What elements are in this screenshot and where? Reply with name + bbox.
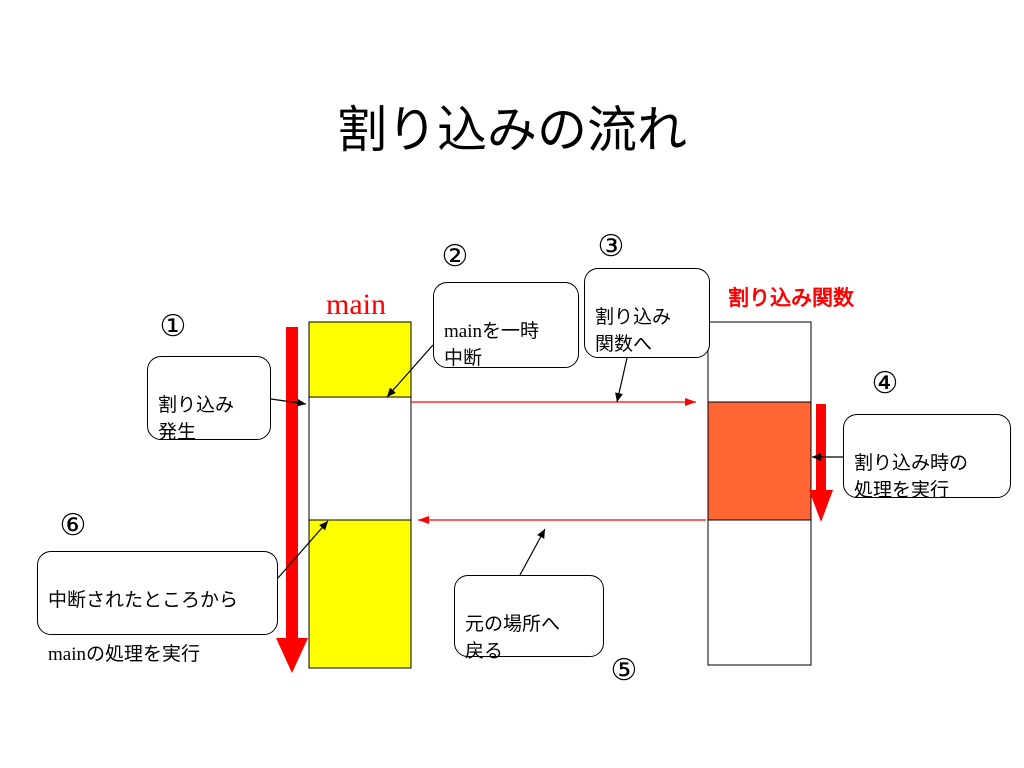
pointer-step6 (277, 520, 329, 579)
callout-step2-main: main (444, 321, 482, 342)
pointer-step5 (519, 528, 546, 576)
callout-step1-text: 割り込み 発生 (158, 394, 235, 443)
main-block-before (308, 321, 412, 398)
callout-step2-text: を一時 中断 (444, 320, 540, 369)
callout-step6: 中断されたところから mainの処理を実行 (37, 551, 278, 665)
main-flow-arrow (276, 327, 308, 673)
step-number-6: ⑥ (59, 508, 87, 543)
interrupt-block-active (707, 401, 812, 521)
callout-step5: 元の場所へ 戻る (454, 575, 604, 662)
interrupt-function-label: 割り込み関数 (728, 286, 854, 310)
callout-step1: 割り込み 発生 (147, 356, 271, 443)
main-block-suspended (308, 396, 412, 521)
callout-step4-text: 割り込み時の 処理を実行 (854, 452, 969, 501)
callout-step4: 割り込み時の 処理を実行 (843, 414, 1011, 501)
page-title: 割り込みの流れ (337, 101, 687, 159)
callout-step2: mainを一時 中断 (433, 282, 579, 369)
pointer-step3 (615, 357, 628, 403)
main-label: main (326, 288, 386, 321)
pointer-step1 (270, 398, 307, 407)
interrupt-flow-arrow (809, 404, 833, 522)
pointer-step2 (386, 344, 434, 398)
step-number-1: ① (159, 309, 187, 344)
step-number-4: ④ (871, 366, 899, 401)
step-number-5: ⑤ (610, 653, 638, 688)
callout-step5-text: 元の場所へ 戻る (465, 613, 561, 662)
callout-step3-text: 割り込み 関数へ (595, 306, 672, 355)
step-number-2: ② (441, 239, 469, 274)
main-block-after (308, 519, 412, 669)
callout-step6-line1: 中断されたところから (48, 589, 239, 611)
callout-step3: 割り込み 関数へ (584, 268, 710, 358)
callout-step6-main: main (48, 644, 86, 665)
callout-step6-text: の処理を実行 (86, 643, 201, 665)
step-number-3: ③ (597, 229, 625, 264)
